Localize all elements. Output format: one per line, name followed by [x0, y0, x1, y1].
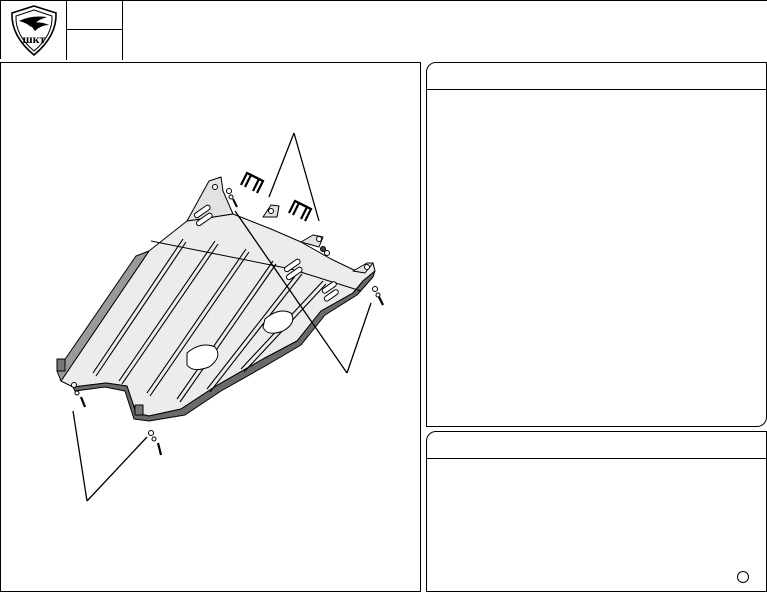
logo-cell: шкт [1, 1, 67, 60]
skid-plate-drawing [56, 132, 384, 502]
header-frame: шкт [0, 0, 767, 60]
title-cell [123, 1, 767, 60]
parts-list-panel [426, 62, 767, 427]
u-bracket-left [240, 171, 265, 194]
leader-lines [72, 132, 372, 502]
notes-panel-divider [427, 458, 766, 459]
parts-panel-divider [427, 89, 766, 90]
drawing-panel [0, 62, 421, 592]
fastener-set-front-right [148, 430, 163, 456]
fastener-set-rear [226, 188, 330, 256]
circle-icon [737, 571, 749, 583]
fastener-set-right [372, 286, 384, 306]
shield-logo-icon: шкт [11, 5, 57, 57]
logo-text: шкт [23, 32, 46, 46]
code-cell-top [67, 1, 123, 30]
u-bracket-right [288, 199, 313, 222]
notes-panel [426, 431, 767, 592]
code-cell-bottom [67, 30, 123, 60]
fastener-set-front-left [71, 382, 87, 408]
skid-plate [56, 176, 376, 422]
